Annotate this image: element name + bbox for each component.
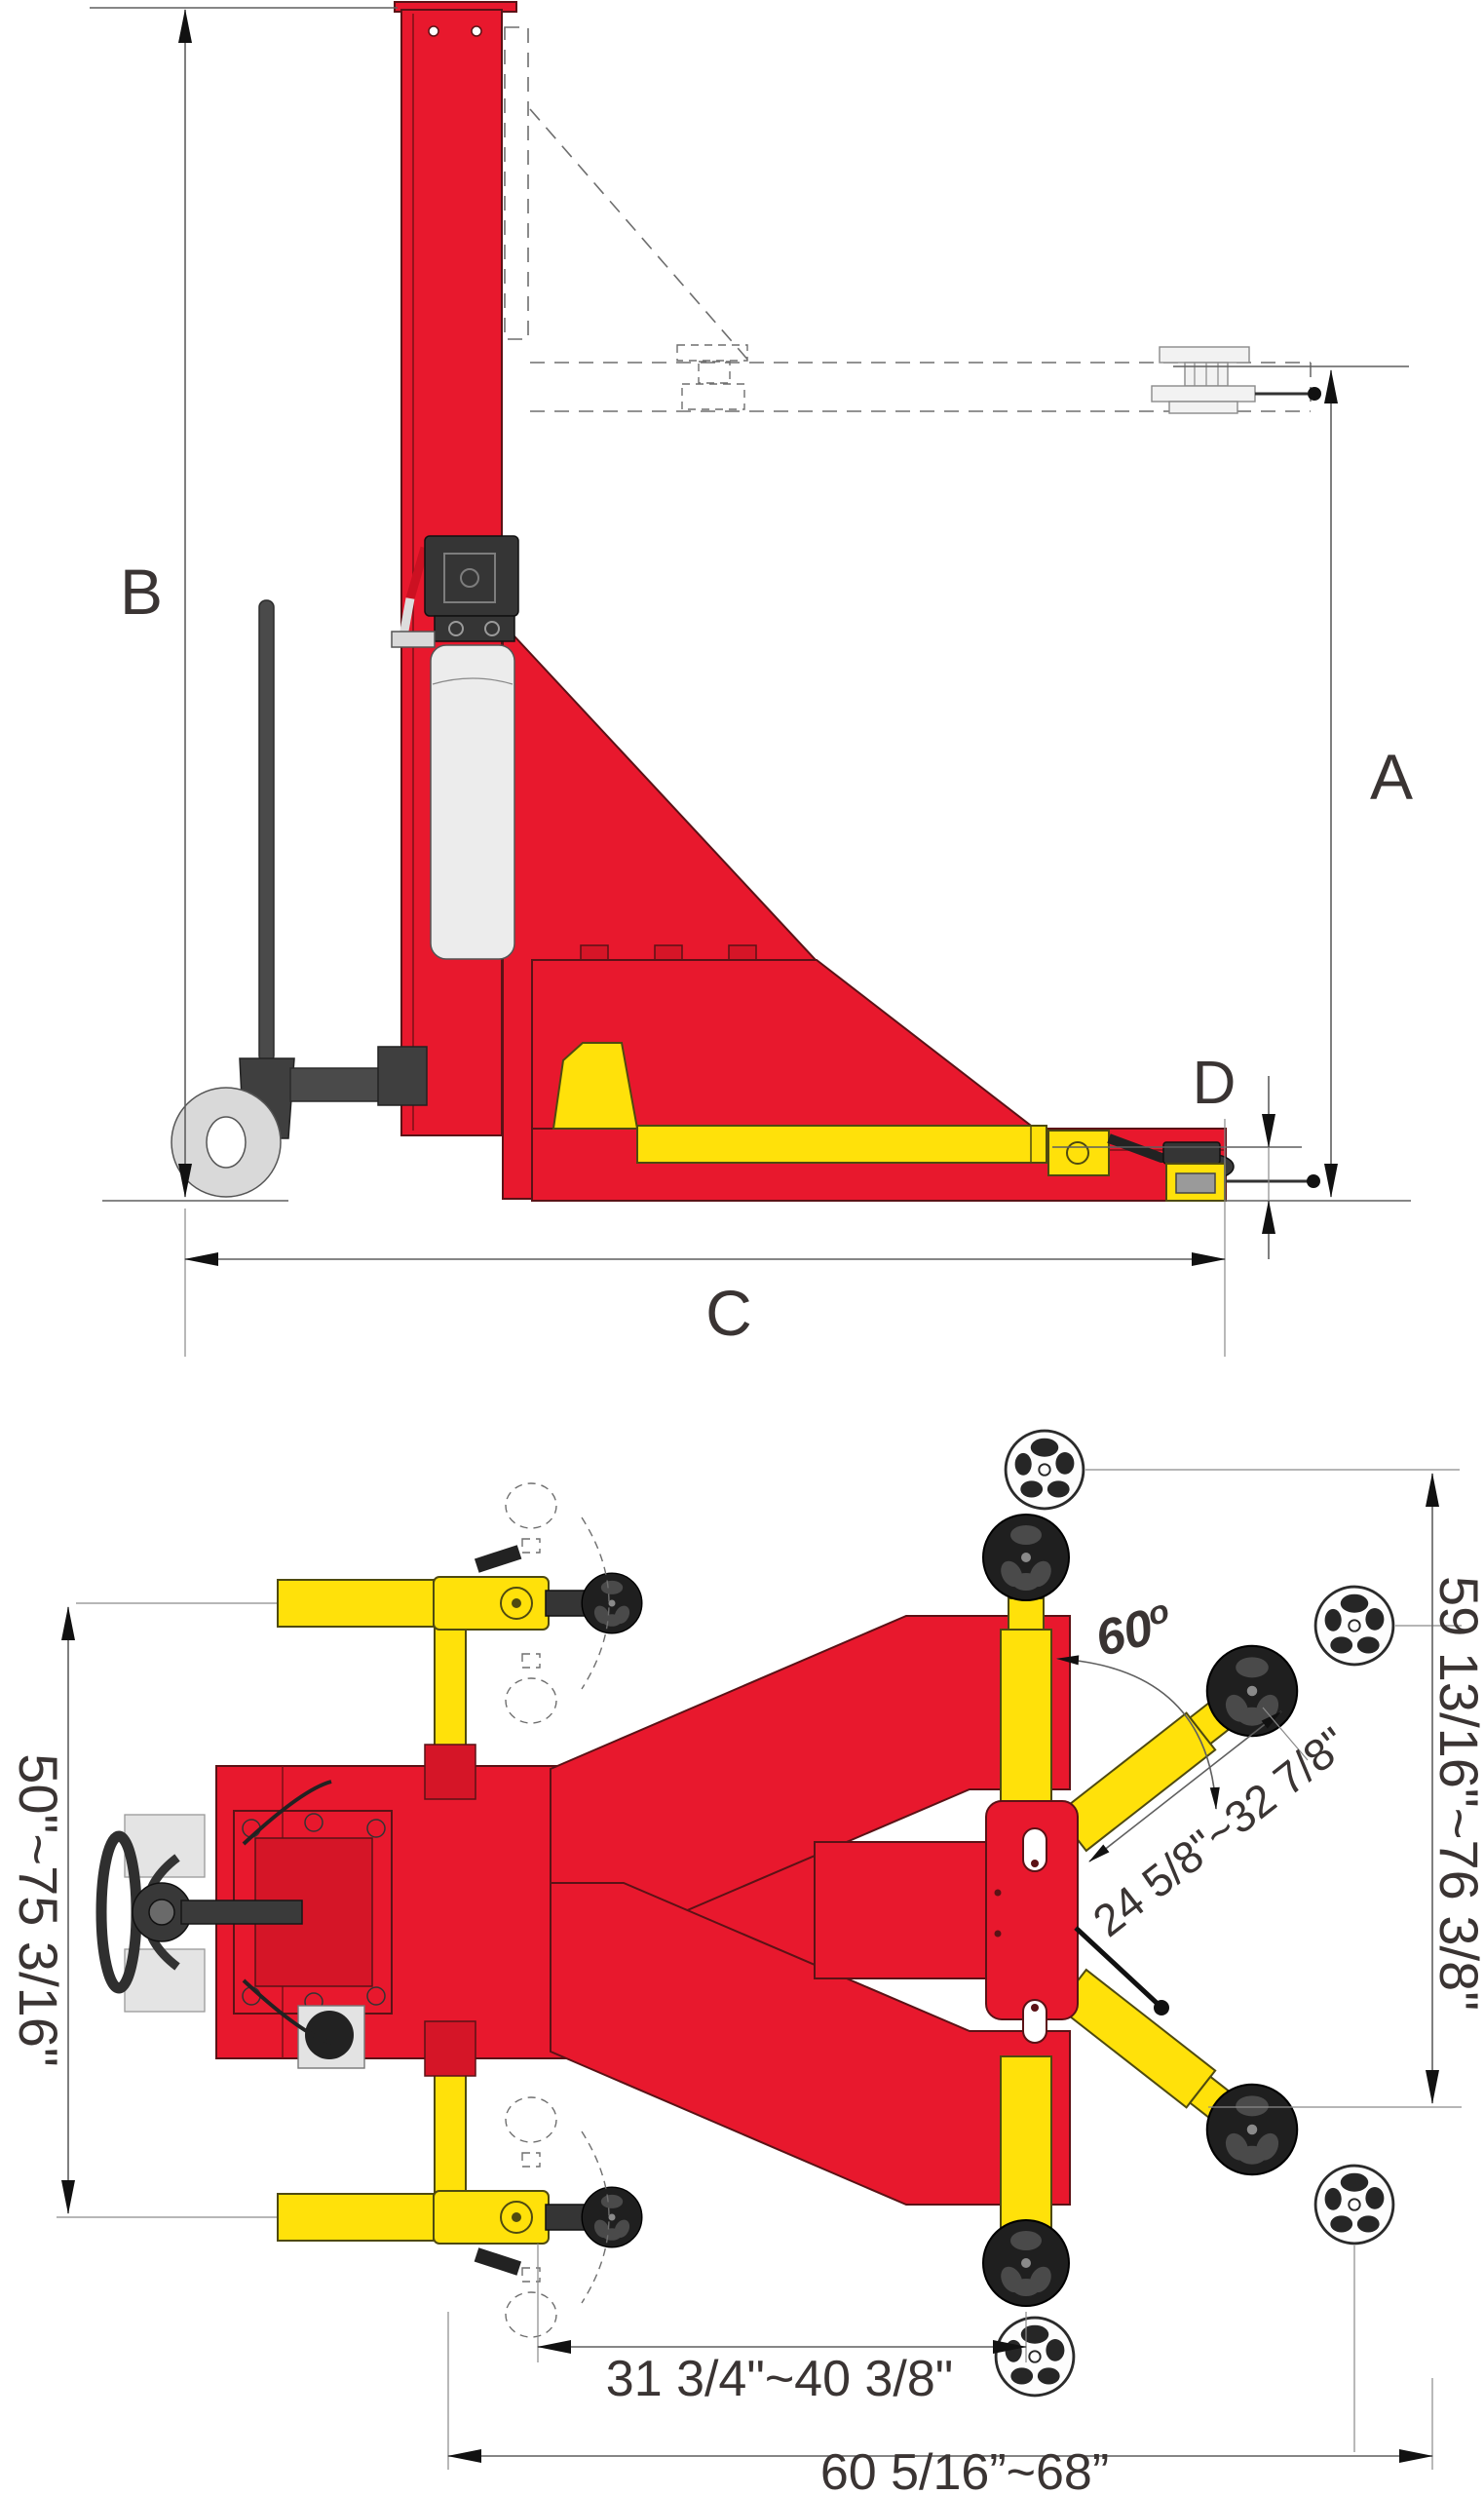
power-unit	[391, 535, 519, 960]
rubber-pad	[994, 2316, 1076, 2398]
control-lever	[1074, 1926, 1160, 2006]
lift-pad	[581, 2186, 643, 2248]
hydraulic-tank	[430, 644, 515, 960]
dimension-d: D	[1052, 1050, 1302, 1259]
arm-lock-knob	[474, 2247, 522, 2276]
center-beam	[814, 1841, 991, 1979]
pallet-truck-handle	[171, 599, 428, 1198]
arm-lock-knob	[474, 1545, 522, 1573]
rear-swing-arm	[57, 2096, 643, 2338]
raised-arm-dashed-outline	[504, 26, 1321, 414]
foot-pedal	[305, 2011, 354, 2059]
dimension-c: C	[184, 1119, 1226, 1357]
up-arm	[1000, 1629, 1052, 1804]
arm-reach-dimension: 24 5/8"~32 7/8"	[1084, 1707, 1356, 1946]
raised-pad-dashed-icon	[676, 344, 748, 410]
left-range-label: 50"~75 3/16"	[8, 1753, 69, 2067]
dim-label-a: A	[1370, 741, 1413, 813]
dimension-b: B	[90, 7, 398, 1202]
side-view: B A D C	[90, 1, 1413, 1357]
angle-label: 60o	[1089, 1593, 1178, 1668]
dim-label-d: D	[1193, 1050, 1237, 1117]
yellow-wedge	[552, 1042, 639, 1130]
dim-label-b: B	[120, 556, 163, 628]
arm-reach-label: 24 5/8"~32 7/8"	[1084, 1717, 1356, 1946]
yellow-slide-bar	[636, 1125, 1047, 1164]
lift-pad	[1205, 1644, 1299, 1738]
release-knob	[1308, 387, 1321, 401]
arm-carrier-block	[985, 1800, 1169, 2044]
base-yellow-parts	[552, 1042, 1320, 1202]
right-range-label: 59 13/16"~76 3/8"	[1428, 1576, 1484, 2011]
down-arm	[1000, 2055, 1052, 2231]
lift-pad	[982, 2219, 1070, 2307]
left-range-dimension: 50"~75 3/16"	[8, 1606, 75, 2214]
raised-pad-outline-icon	[1151, 346, 1321, 414]
pad-span-label: 31 3/4"~40 3/8"	[606, 2351, 953, 2407]
overall-span-dimension: 60 5/16”~68”	[447, 2312, 1433, 2495]
arm-end-pad	[1162, 1141, 1221, 1165]
dimension-a: A	[1173, 365, 1413, 1202]
lock-lever	[405, 546, 430, 600]
lever-knob	[1154, 2000, 1169, 2015]
front-swing-arm	[76, 1482, 643, 1724]
column-hole	[428, 25, 439, 37]
rubber-pad	[1313, 1585, 1395, 1667]
tiller-loop	[95, 1830, 142, 1994]
steering-handle-top	[95, 1780, 332, 2045]
lower-wing	[550, 1882, 1071, 2206]
rubber-pad	[1313, 2164, 1395, 2246]
angle-value: 60	[1090, 1599, 1159, 1668]
handle-rod	[258, 599, 275, 1063]
right-range-dimension: 59 13/16"~76 3/8"	[1085, 1469, 1484, 2108]
lift-pad	[1205, 2083, 1299, 2176]
overall-span-label: 60 5/16”~68”	[820, 2444, 1109, 2495]
pad-span-dimension: 31 3/4"~40 3/8"	[537, 2244, 1027, 2407]
dim-label-c: C	[705, 1277, 752, 1349]
base-frame	[502, 621, 1227, 1202]
lift-pad	[581, 1572, 643, 1634]
column-hole	[471, 25, 482, 37]
lift-pad	[982, 1514, 1070, 1601]
release-knob	[1307, 1174, 1320, 1188]
plan-view: 60o 24 5/8"~32 7/8" 50"~75 3/16" 59 13/1…	[8, 1429, 1484, 2495]
rubber-pad	[1004, 1429, 1085, 1511]
motor-box	[424, 535, 519, 617]
angle-dimension: 60o	[1056, 1593, 1220, 1810]
